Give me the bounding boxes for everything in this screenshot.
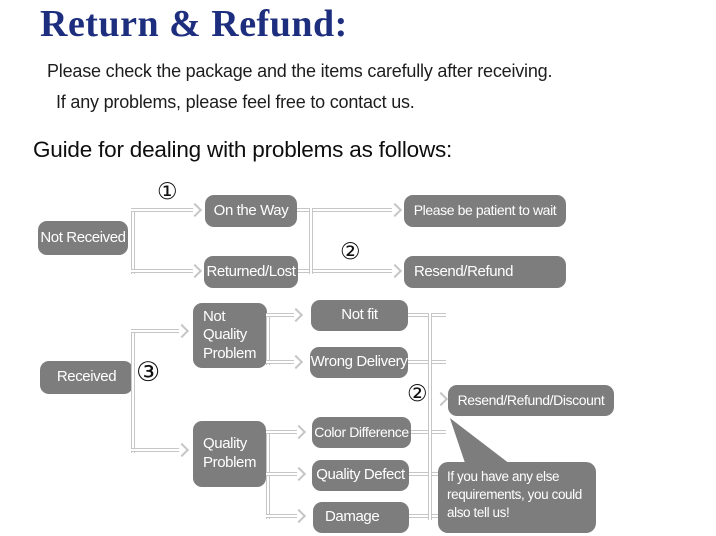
node-not-fit: Not fit: [311, 300, 408, 331]
connector-to-resend-refund: [298, 269, 392, 273]
connector-quality-defect-to-rail: [409, 472, 446, 476]
arrow-to-not-fit-icon: [288, 307, 304, 323]
node-resend-refund: Resend/Refund: [404, 256, 566, 288]
node-wrong-delivery: Wrong Delivery: [310, 347, 408, 378]
node-color-difference: Color Difference: [312, 417, 411, 448]
connector-received-rail: [131, 329, 135, 453]
connector-to-not-fit: [266, 313, 294, 317]
note-bubble-tail: [449, 418, 510, 464]
node-on-the-way: On the Way: [205, 195, 297, 227]
arrow-to-not-quality-problem-icon: [174, 323, 190, 339]
step-1-marker: ①: [157, 179, 178, 205]
connector-to-quality-problem: [131, 448, 179, 452]
step-3-marker: ③: [136, 357, 161, 388]
node-please-be-patient: Please be patient to wait: [404, 195, 566, 227]
connector-damage-to-rail: [409, 514, 446, 518]
arrow-to-returned-lost-icon: [187, 263, 203, 279]
arrow-to-wrong-delivery-icon: [288, 354, 304, 370]
arrow-to-quality-problem-icon: [174, 442, 190, 458]
node-returned-lost: Returned/Lost: [204, 256, 298, 288]
connector-collector-rail: [428, 313, 432, 520]
connector-to-damage: [266, 514, 297, 518]
connector-to-not-quality-problem: [131, 329, 179, 333]
arrow-to-quality-defect-icon: [291, 466, 307, 482]
connector-top-section-rail: [309, 208, 313, 274]
node-damage: Damage: [313, 502, 409, 533]
arrow-to-damage-icon: [291, 508, 307, 524]
intro-line-2: If any problems, please feel free to con…: [56, 92, 415, 112]
connector-to-wrong-delivery: [266, 360, 294, 364]
connector-not-received-rail: [131, 208, 135, 274]
page-title: Return & Refund:: [40, 3, 348, 45]
node-quality-problem: Quality Problem: [193, 421, 266, 487]
connector-not-fit-to-rail: [408, 313, 446, 317]
connector-nqp-rail: [266, 313, 270, 365]
node-received: Received: [40, 361, 133, 394]
arrow-to-resend-refund-discount-icon: [433, 391, 449, 407]
arrow-to-please-wait-icon: [387, 202, 403, 218]
guide-heading: Guide for dealing with problems as follo…: [33, 137, 453, 162]
arrow-to-color-difference-icon: [291, 424, 307, 440]
connector-to-color-difference: [266, 430, 297, 434]
arrow-to-on-the-way-icon: [187, 202, 203, 218]
node-not-received: Not Received: [38, 221, 128, 255]
step-2-marker-top: ②: [340, 239, 361, 265]
intro-line-1: Please check the package and the items c…: [47, 61, 553, 81]
node-quality-defect: Quality Defect: [312, 460, 409, 491]
step-2-marker-bottom: ②: [407, 381, 428, 407]
note-bubble: If you have any else requirements, you c…: [438, 462, 596, 533]
connector-to-returned-lost: [131, 269, 193, 273]
node-resend-refund-discount: Resend/Refund/Discount: [448, 385, 614, 416]
connector-to-on-the-way: [131, 208, 193, 212]
arrow-to-resend-refund-icon: [387, 263, 403, 279]
connector-wrong-delivery-to-rail: [408, 360, 446, 364]
connector-to-please-wait: [297, 208, 392, 212]
node-not-quality-problem: Not Quality Problem: [193, 303, 267, 368]
connector-to-quality-defect: [266, 472, 297, 476]
